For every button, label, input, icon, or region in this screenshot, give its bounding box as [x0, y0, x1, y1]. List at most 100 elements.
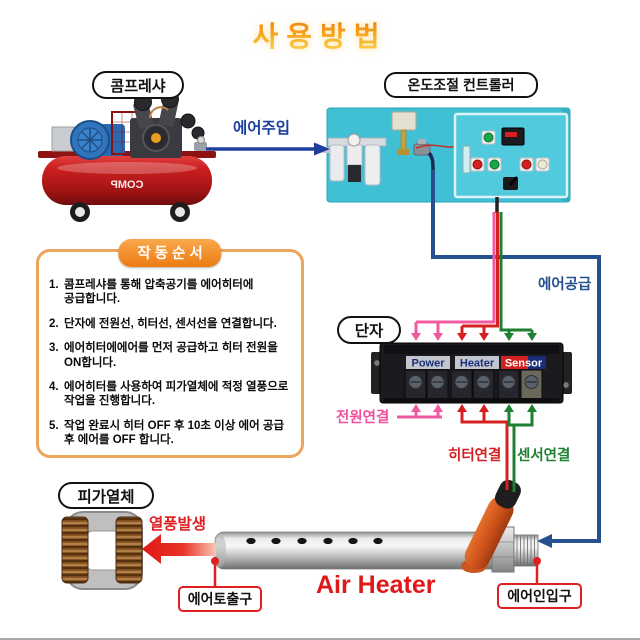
air-filter-3 — [180, 113, 196, 129]
strip-heater — [455, 356, 499, 369]
frl-regulator — [346, 144, 363, 166]
step-item-4: 4. 에어히터를 사용하여 피가열체에 적정 열풍으로 작업을 진행합니다. — [49, 380, 293, 409]
pressure-switch — [391, 111, 417, 131]
strip-power — [406, 356, 450, 369]
button-red-2 — [521, 159, 532, 170]
air-inlet-label: 에어인입구 — [497, 583, 582, 609]
hot-air-arrow — [142, 534, 216, 564]
step-item-2: 2. 단자에 전원선, 히터선, 센서선을 연결합니다. — [49, 317, 293, 331]
inlet-dot — [533, 557, 541, 565]
step-number: 2. — [49, 317, 59, 330]
power-arrowhead-1 — [411, 333, 421, 341]
frl-lubricator — [364, 144, 381, 186]
air-valve-handle — [418, 139, 426, 144]
heater-wire-top — [462, 212, 499, 328]
heater-arrowhead-1 — [457, 333, 467, 341]
air-inject-label: 에어주입 — [233, 120, 291, 137]
button-ivory — [537, 159, 548, 170]
terminal-label-power: Power — [411, 358, 445, 370]
outlet-dot — [211, 557, 219, 565]
terminal-block-illustration: Power Heater Sensor — [371, 342, 572, 404]
step-text: 에어히터를 사용하여 피가열체에 적정 열풍으로 작업을 진행합니다. — [64, 380, 289, 408]
sensor-up-arrowhead-1 — [504, 404, 514, 412]
terminal-screws — [408, 375, 539, 389]
terminal-label-heater: Heater — [460, 358, 495, 370]
air-heater-title: Air Heater — [316, 571, 436, 599]
outlet-gauge — [197, 136, 205, 144]
step-number: 3. — [49, 342, 59, 355]
air-outlet-label: 에어토출구 — [178, 586, 262, 612]
pump-hub — [151, 133, 161, 143]
ear-screw-right — [562, 381, 570, 389]
terminal-bottom-strip — [384, 398, 559, 402]
red-jumper-wire — [415, 144, 457, 149]
step-number: 4. — [49, 380, 59, 393]
heater-connect-label: 히터연결 — [448, 448, 502, 464]
brass-fitting — [397, 149, 409, 155]
step-number: 1. — [49, 279, 59, 291]
air-hose — [427, 151, 435, 173]
heater-up-arrowhead-2 — [479, 404, 489, 412]
air-inject-arrowhead — [314, 142, 330, 156]
wiring-overlay — [206, 142, 601, 586]
strip-sensor-red — [501, 356, 528, 369]
step-text: 단자에 전원선, 히터선, 센서선을 연결합니다. — [64, 317, 277, 330]
steps-heading-badge: 작동순서 — [118, 239, 222, 267]
coil-right — [115, 516, 143, 584]
selector-lever — [509, 176, 518, 186]
button-green-1 — [489, 159, 500, 170]
copper-pipe — [149, 106, 169, 119]
compressor-tank — [42, 156, 212, 205]
page-bottom-edge — [0, 638, 640, 640]
step-text: 작업 완료시 히터 OFF 후 10초 이상 에어 공급 후 에어를 OFF 합… — [64, 419, 285, 446]
power-wire — [416, 212, 496, 324]
air-supply-line — [431, 170, 601, 543]
terminal-label-sensor: Sensor — [505, 358, 543, 370]
terminal-label: 단자 — [337, 316, 401, 344]
heated-object-illustration — [61, 511, 143, 590]
sensor-wire-top — [499, 212, 532, 332]
step-text: 콤프레샤를 통해 압축공기를 에어히터에 공급합니다. — [64, 279, 254, 306]
step-number: 5. — [49, 419, 59, 432]
step-text: 에어히터에에어를 먼저 공급하고 히터 전원을 ON합니다. — [64, 342, 278, 369]
steps-list: 1. 콤프레샤를 통해 압축공기를 에어히터에 공급합니다. 2. 단자에 전원… — [39, 252, 301, 463]
strip-sensor-blue — [528, 356, 546, 369]
sensor-up-arrowhead-2 — [527, 404, 537, 412]
air-supply-arrowhead — [537, 534, 552, 548]
step-item-1: 1. 콤프레샤를 통해 압축공기를 에어히터에 공급합니다. — [49, 278, 293, 307]
heater-arrowhead-2 — [479, 333, 489, 341]
step-item-5: 5. 작업 완료시 히터 OFF 후 10초 이상 에어 공급 후 에어를 OF… — [49, 419, 293, 448]
brass-pipe — [400, 129, 407, 151]
heater-up-arrowhead-1 — [457, 404, 467, 412]
pilot-lamp-green — [483, 132, 494, 143]
tube-holes — [246, 537, 383, 545]
frl-gauge — [347, 133, 361, 147]
controller-label: 온도조절 컨트롤러 — [384, 72, 538, 98]
power-up-arrowhead-2 — [433, 404, 443, 412]
silicone-boot — [464, 496, 514, 570]
tank-highlight — [57, 162, 197, 174]
steps-panel: 작동순서 1. 콤프레샤를 통해 압축공기를 에어히터에 공급합니다. 2. 단… — [36, 239, 304, 458]
terminal-cells — [404, 369, 543, 401]
ear-screw-left — [373, 359, 381, 367]
power-connect-label: 전원연결 — [336, 410, 390, 426]
frl-filter — [329, 144, 345, 182]
sensor-connect-label: 센서연결 — [517, 448, 571, 464]
controller-illustration — [322, 107, 571, 203]
sight-tube — [462, 145, 471, 174]
button-red-1 — [472, 159, 483, 170]
sensor-arrowhead-2 — [527, 333, 537, 341]
sensor-connect-line — [507, 411, 534, 427]
terminal-top-ridge — [384, 345, 559, 354]
wheel-right-rim — [175, 207, 185, 217]
temp-display — [505, 132, 517, 137]
heated-object-label: 피가열체 — [58, 482, 154, 509]
outlet-valve — [194, 142, 207, 151]
power-up-arrowhead-1 — [411, 404, 421, 412]
air-supply-label: 에어공급 — [538, 277, 592, 293]
compressor-illustration: COMP — [38, 90, 216, 222]
coil-left — [61, 516, 89, 584]
sensor-arrowhead-1 — [504, 333, 514, 341]
